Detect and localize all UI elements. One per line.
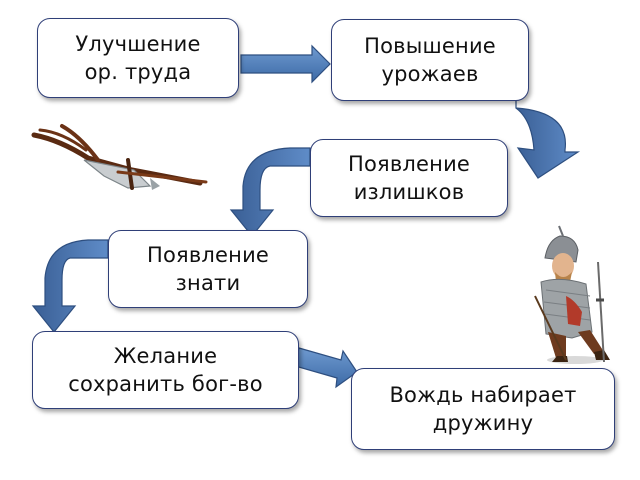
warrior-icon <box>534 225 610 364</box>
node-chief-recruits-retinue: Вождь набирает дружину <box>351 368 615 450</box>
arrow-n3-to-n4 <box>229 147 311 237</box>
node-label: Повышение урожаев <box>364 34 496 86</box>
arrow-n4-to-n5 <box>31 239 109 333</box>
arrow-n1-to-n2 <box>240 44 331 84</box>
node-label: Желание сохранить бог-во <box>68 344 263 396</box>
node-labor-tools-improvement: Улучшение ор. труда <box>37 18 239 98</box>
node-surplus-appearance: Появление излишков <box>310 139 508 217</box>
arrow-n2-to-n3 <box>515 92 581 179</box>
node-preserve-wealth: Желание сохранить бог-во <box>32 331 299 409</box>
node-label: Вождь набирает дружину <box>389 383 577 435</box>
node-harvest-increase: Повышение урожаев <box>331 19 529 101</box>
node-nobility-appearance: Появление знати <box>108 230 308 308</box>
node-label: Появление излишков <box>347 152 471 204</box>
arrow-n5-to-n6 <box>294 347 358 389</box>
plough-icon <box>31 124 208 190</box>
node-label: Появление знати <box>146 243 270 295</box>
node-label: Улучшение ор. труда <box>75 32 201 84</box>
